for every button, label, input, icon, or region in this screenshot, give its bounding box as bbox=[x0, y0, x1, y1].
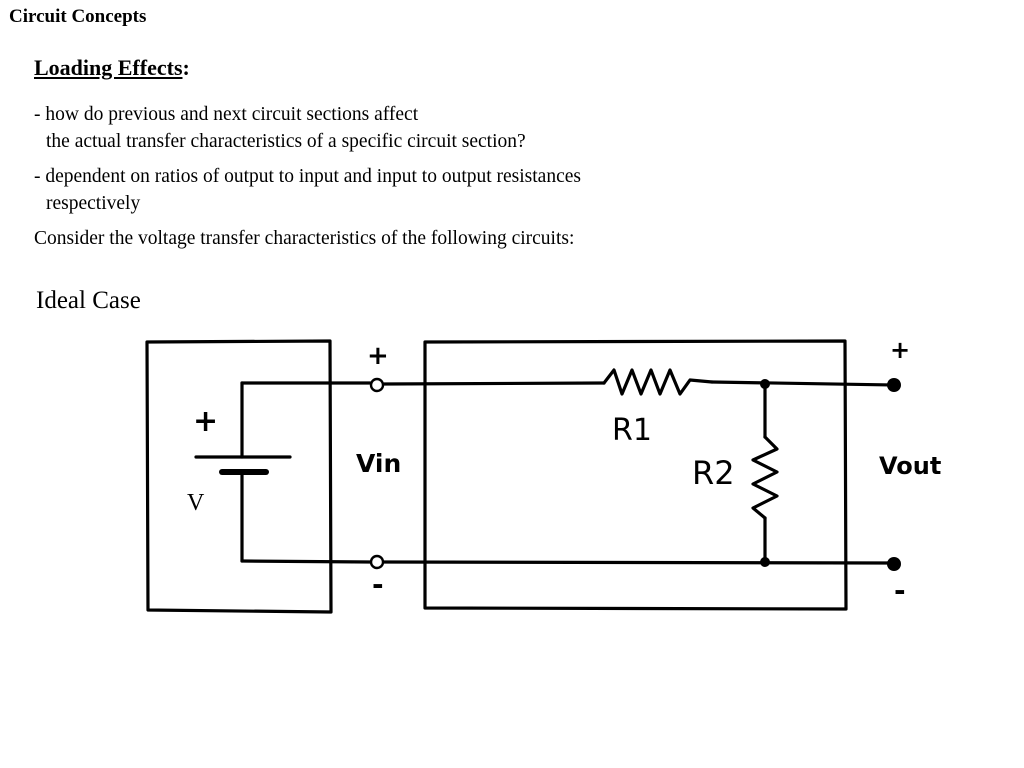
bullet-2-line-1: - dependent on ratios of output to input… bbox=[34, 166, 581, 187]
vin-minus-terminal bbox=[369, 554, 385, 570]
vout-plus-label: + bbox=[890, 336, 910, 364]
vin-label: Vin bbox=[356, 449, 401, 478]
section-title-text: Loading Effects bbox=[34, 55, 183, 80]
case-title: Ideal Case bbox=[36, 287, 141, 314]
vin-minus-label: - bbox=[372, 568, 384, 601]
vin-plus-terminal bbox=[369, 377, 385, 393]
vout-plus-terminal bbox=[887, 378, 901, 392]
top-wire-right bbox=[710, 380, 896, 387]
slide-header: Circuit Concepts bbox=[9, 6, 147, 27]
r2-resistor bbox=[751, 435, 779, 520]
r1-label: R1 bbox=[612, 413, 652, 448]
bullet-3: Consider the voltage transfer characteri… bbox=[34, 228, 575, 249]
source-box bbox=[145, 339, 333, 614]
circuit-box bbox=[423, 339, 848, 611]
source-plus-label: + bbox=[193, 404, 218, 439]
top-wire-to-r1 bbox=[382, 381, 606, 386]
section-title-colon: : bbox=[182, 55, 190, 80]
bottom-wire-right bbox=[382, 560, 896, 565]
r2-label: R2 bbox=[692, 454, 735, 492]
bullet-list: - how do previous and next circuit secti… bbox=[34, 101, 581, 252]
vin-plus-label: + bbox=[367, 341, 389, 371]
vout-label: Vout bbox=[879, 452, 941, 480]
vout-minus-terminal bbox=[887, 557, 901, 571]
r1-resistor bbox=[602, 368, 714, 396]
bullet-1-line-2: the actual transfer characteristics of a… bbox=[46, 131, 526, 152]
source-v-label: V bbox=[187, 490, 205, 516]
bullet-1-line-1: - how do previous and next circuit secti… bbox=[34, 104, 419, 125]
section-title: Loading Effects: bbox=[34, 55, 190, 81]
vout-minus-label: - bbox=[894, 574, 906, 607]
bottom-wire-left bbox=[240, 559, 372, 564]
bullet-2-line-2: respectively bbox=[46, 193, 141, 214]
